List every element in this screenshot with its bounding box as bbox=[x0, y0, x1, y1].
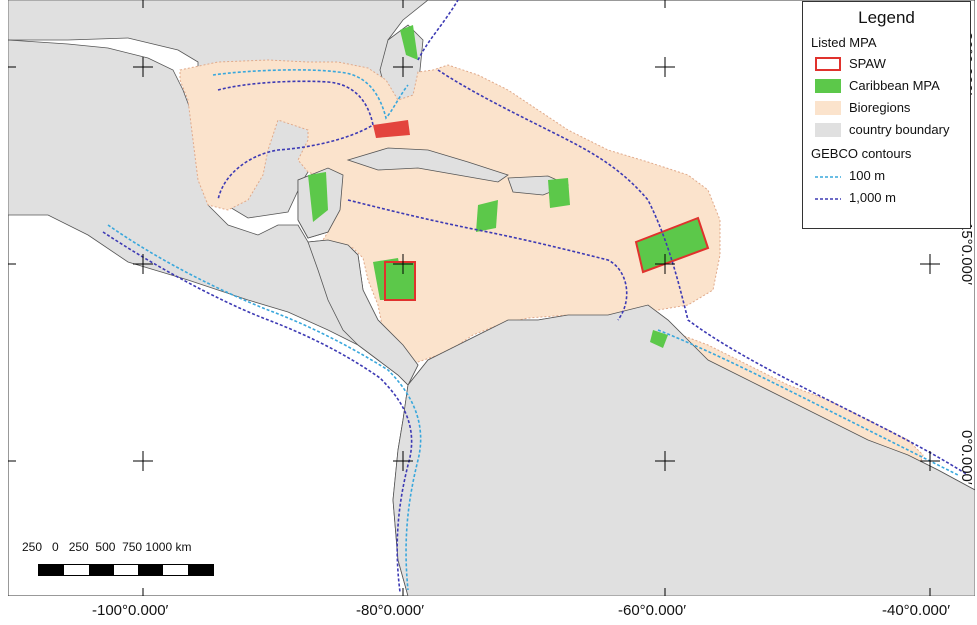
x-tick-label: -60°0.000′ bbox=[618, 602, 687, 619]
land-cuba-top bbox=[346, 147, 509, 183]
legend-group-gebco: GEBCO contours bbox=[811, 146, 912, 161]
caribbean-mpa-guiana bbox=[650, 330, 668, 348]
spaw-nicaragua bbox=[384, 261, 416, 301]
x-tick-label: -80°0.000′ bbox=[356, 602, 425, 619]
legend-swatch-country-boundary bbox=[815, 123, 841, 137]
y-tick-label: 0°0.000′ bbox=[958, 430, 975, 485]
x-tick-label: -100°0.000′ bbox=[92, 602, 169, 619]
legend-title: Legend bbox=[858, 8, 915, 27]
contour-1000m-pacific bbox=[102, 231, 413, 593]
legend-label-bioregions: Bioregions bbox=[849, 100, 911, 115]
legend-group-mpa: Listed MPA bbox=[811, 35, 877, 50]
legend-label-spaw: SPAW bbox=[849, 56, 886, 71]
legend-swatch-caribbean-mpa bbox=[815, 79, 841, 93]
land-central-america-top bbox=[307, 239, 419, 386]
caribbean-mpa-bahamas bbox=[476, 200, 498, 232]
contour-1000m-atlantic bbox=[437, 69, 969, 476]
contour-100m-atlantic bbox=[657, 329, 959, 476]
caribbean-mpa-lesser-antilles bbox=[548, 178, 570, 208]
caribbean-mpa-florida bbox=[400, 25, 418, 60]
legend-label-caribbean-mpa: Caribbean MPA bbox=[849, 78, 940, 93]
scale-bar-graphic bbox=[38, 564, 214, 576]
contour-1000m-gulf bbox=[217, 80, 374, 201]
y-tick-label: 15°0.000′ bbox=[958, 222, 975, 286]
legend: Legend Listed MPA SPAW Caribbean MPA Bio… bbox=[802, 1, 971, 229]
graticule-cross bbox=[133, 57, 940, 471]
frame-ticks bbox=[8, 0, 931, 596]
contour-100m-pacific bbox=[107, 224, 422, 591]
contour-100m-gulf bbox=[212, 69, 409, 120]
scale-bar-labels: 250 0 250 500 750 1000 km bbox=[22, 540, 192, 554]
legend-swatch-1000m bbox=[815, 198, 841, 200]
legend-swatch-bioregions bbox=[815, 101, 841, 115]
legend-swatch-spaw bbox=[815, 57, 841, 71]
contour-1000m-caribbean bbox=[347, 199, 628, 321]
scale-bar: 250 0 250 500 750 1000 km bbox=[22, 540, 222, 584]
caribbean-mpa-yucatan bbox=[308, 172, 328, 222]
spaw-florida-keys bbox=[373, 120, 410, 138]
land-south-america-top bbox=[392, 304, 975, 596]
legend-label-1000m: 1,000 m bbox=[849, 190, 896, 205]
legend-swatch-100m bbox=[815, 176, 841, 178]
spaw-atlantic-box bbox=[634, 216, 710, 274]
legend-label-country-boundary: country boundary bbox=[849, 122, 950, 137]
legend-label-100m: 100 m bbox=[849, 168, 886, 183]
contour-1000m-east-coast bbox=[417, 0, 459, 61]
x-tick-label: -40°0.000′ bbox=[882, 602, 951, 619]
